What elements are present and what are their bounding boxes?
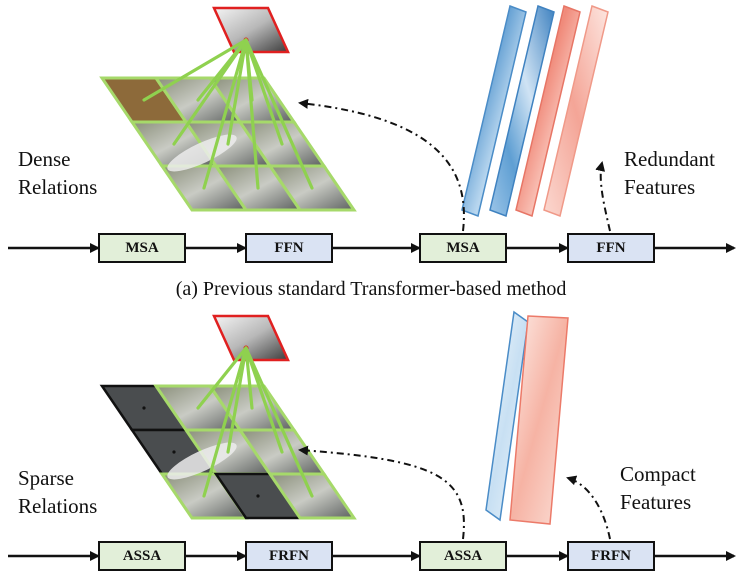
panel-a-dashdot-arrow-attention	[298, 98, 465, 232]
panel-b-block-assa-2: ASSA	[419, 541, 507, 571]
panel-a-query-token	[212, 6, 290, 54]
panel-a-feature-map	[543, 4, 609, 218]
panel-b-right-label-line2: Features	[620, 490, 692, 514]
panel-a-left-label-line1: Dense	[18, 147, 71, 171]
panel-b-grid-cell-dot	[256, 494, 260, 498]
panel-a-relation-line	[202, 38, 248, 190]
panel-a-left-label: Dense Relations	[18, 145, 97, 201]
panel-b-grid-cell-dot	[172, 450, 176, 454]
panel-b-relation-line	[244, 346, 314, 498]
panel-a-feature-map	[489, 4, 555, 218]
panel-a-relation-line	[244, 38, 260, 190]
panel-a-right-label-line2: Features	[624, 175, 696, 199]
panel-a-block-msa-2: MSA	[419, 233, 507, 263]
panel-a-block-msa-1: MSA	[98, 233, 186, 263]
panel-b-left-label-line1: Sparse	[18, 466, 74, 490]
panel-b-block-frfn-1: FRFN	[245, 541, 333, 571]
panel-a-grid-highlight	[167, 134, 237, 172]
panel-a-graphics	[8, 4, 736, 253]
panel-b-left-label-line2: Relations	[18, 494, 98, 518]
panel-a-block-ffn-2: FFN	[567, 233, 655, 263]
panel-b-dashdot-arrow-ffn	[566, 475, 611, 540]
panel-a-relation-line	[244, 38, 314, 190]
panel-b-relation-line	[226, 346, 248, 454]
panel-b-grid-highlight	[167, 442, 237, 480]
panel-b-query-token	[212, 314, 290, 362]
panel-b-relation-line	[196, 346, 248, 410]
panel-b-right-label: Compact Features	[620, 460, 696, 516]
panel-a-feature-map	[461, 4, 527, 218]
panel-b-feature-map-blue	[485, 310, 529, 522]
panel-b-relation-line	[244, 346, 254, 410]
panel-b-grid-cell-dot	[142, 406, 146, 410]
panel-a-block-ffn-1: FFN	[245, 233, 333, 263]
panel-a-caption: (a) Previous standard Transformer-based …	[175, 278, 567, 300]
panel-a-right-label: Redundant Features	[624, 145, 715, 201]
panel-b-block-assa-1: ASSA	[98, 541, 186, 571]
panel-b-block-frfn-2: FRFN	[567, 541, 655, 571]
panel-a-feature-map	[515, 4, 581, 218]
panel-b-dashdot-arrow-attention	[298, 445, 465, 540]
panel-a-right-label-line1: Redundant	[624, 147, 715, 171]
panel-a-relation-line	[226, 38, 248, 146]
panel-b-graphics	[8, 310, 736, 561]
panel-a-left-label-line2: Relations	[18, 175, 98, 199]
panel-b-left-label: Sparse Relations	[18, 464, 97, 520]
panel-b-right-label-line1: Compact	[620, 462, 696, 486]
panel-b-feature-map-red	[509, 315, 569, 525]
panel-b-relation-line	[202, 346, 248, 498]
panel-a-relation-line	[172, 38, 248, 146]
panel-a-dashdot-arrow-ffn	[595, 161, 611, 232]
panel-a-relation-line	[142, 38, 248, 102]
